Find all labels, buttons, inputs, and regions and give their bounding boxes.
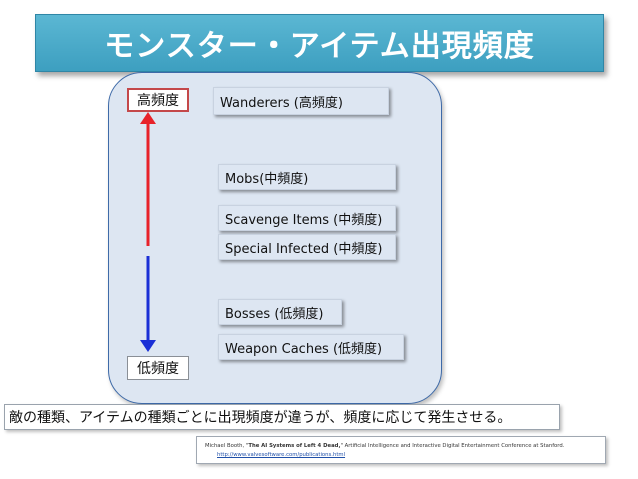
citation-url[interactable]: http://www.valvesoftware.com/publication… — [205, 451, 605, 460]
item-wanderers: Wanderers (高頻度) — [213, 87, 389, 115]
citation-text: Michael Booth, "The AI Systems of Left 4… — [205, 442, 605, 451]
citation-paper-title: The AI Systems of Left 4 Dead, — [248, 443, 341, 449]
low-frequency-label: 低頻度 — [127, 356, 189, 380]
citation-link[interactable]: http://www.valvesoftware.com/publication… — [217, 452, 346, 458]
citation-prefix: Michael Booth, " — [205, 443, 249, 449]
item-mobs: Mobs(中頻度) — [218, 164, 396, 190]
summary-text: 敵の種類、アイテムの種類ごとに出現頻度が違うが、頻度に応じて発生させる。 — [4, 404, 560, 430]
item-special-infected: Special Infected (中頻度) — [218, 234, 396, 260]
item-weapon-caches: Weapon Caches (低頻度) — [218, 334, 404, 360]
slide-title: モンスター・アイテム出現頻度 — [35, 14, 604, 72]
item-bosses: Bosses (低頻度) — [218, 299, 342, 325]
high-frequency-label: 高頻度 — [127, 88, 189, 112]
citation-suffix: " Artificial Intelligence and Interactiv… — [340, 443, 565, 449]
citation-box: Michael Booth, "The AI Systems of Left 4… — [196, 436, 606, 464]
item-scavenge-items: Scavenge Items (中頻度) — [218, 205, 396, 231]
